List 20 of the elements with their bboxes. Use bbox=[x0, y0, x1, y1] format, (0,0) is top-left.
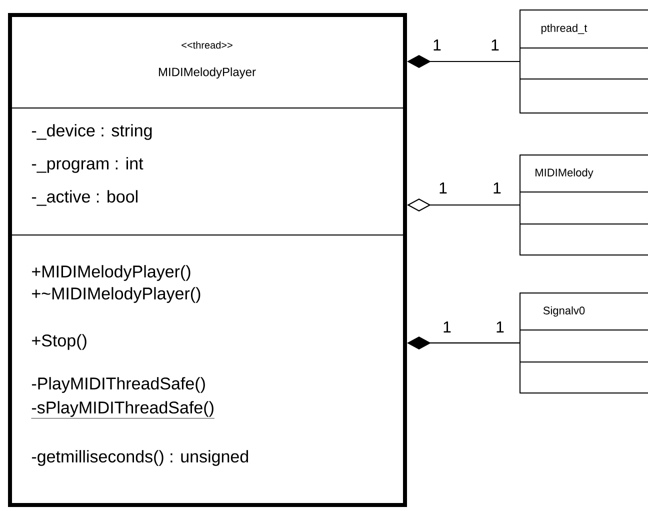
operation-text: -PlayMIDIThreadSafe() bbox=[32, 377, 205, 393]
class-name: MIDIMelody bbox=[536, 168, 594, 179]
attribute-text: -_active : bool bbox=[32, 190, 138, 206]
operation-text: +MIDIMelodyPlayer() bbox=[32, 265, 190, 281]
multiplicity-label: 1 bbox=[496, 321, 504, 332]
multiplicity-label: 1 bbox=[444, 321, 451, 332]
operation-text: +Stop() bbox=[32, 334, 86, 350]
multiplicity-label: 1 bbox=[494, 182, 501, 194]
multiplicity-label: 1 bbox=[440, 182, 447, 194]
multiplicity-label: 1 bbox=[492, 39, 499, 50]
class-name: MIDIMelodyPlayer bbox=[158, 67, 256, 79]
operation-text: -getmilliseconds() : unsigned bbox=[32, 450, 248, 466]
attribute-text: -_device : string bbox=[32, 124, 152, 140]
attribute-text: -_program : int bbox=[32, 157, 144, 173]
stereotype-label: <<thread>> bbox=[182, 41, 232, 49]
operation-text: -sPlayMIDIThreadSafe() bbox=[31, 401, 215, 418]
class-name: Signalv0 bbox=[543, 306, 585, 317]
multiplicity-label: 1 bbox=[434, 39, 441, 50]
operation-text: +~MIDIMelodyPlayer() bbox=[32, 287, 200, 303]
class-name: pthread_t bbox=[541, 24, 588, 34]
